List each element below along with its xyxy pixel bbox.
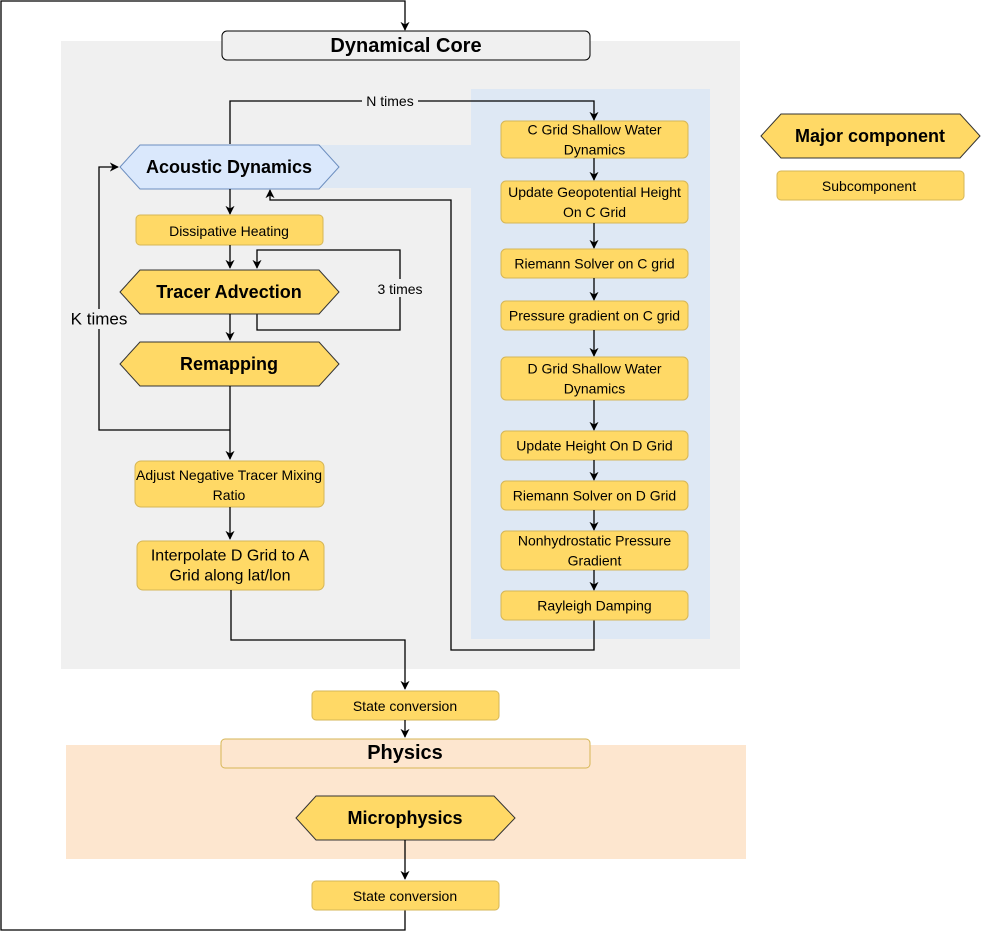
legend-major-label: Major component [795,126,945,146]
acoustic-step-label: Dynamics [564,381,625,397]
legend-sub-shape [776,170,965,201]
legend: Major component Subcomponent [760,113,981,201]
acoustic-step-label: Gradient [568,553,622,569]
acoustic-step-label: Riemann Solver on D Grid [513,488,676,504]
acoustic-return-edge [265,189,595,651]
interpolate-label-line2: Grid along lat/lon [170,568,291,585]
microphysics-node[interactable] [295,795,516,841]
microphysics-label: Microphysics [347,808,462,828]
acoustic-step-node[interactable] [500,590,689,621]
acoustic-step-label: Update Geopotential Height [508,184,681,200]
legend-sub-label: Subcomponent [822,178,916,194]
tracer-advection-node[interactable] [119,269,340,315]
k-times-label: K times [71,310,128,329]
three-times-label: 3 times [377,281,422,297]
k-times-edge [98,162,230,431]
adjust-negative-label-line2: Ratio [213,487,246,503]
acoustic-step-label: Riemann Solver on C grid [514,256,674,272]
acoustic-dynamics-label: Acoustic Dynamics [146,157,312,177]
dynamical-core-title: Dynamical Core [330,35,481,57]
physics-title-box [220,738,591,769]
remapping-node[interactable] [119,341,340,387]
state-conversion-1-label: State conversion [353,698,457,714]
state-conversion-2-node[interactable] [311,880,500,911]
dissipative-heating-label: Dissipative Heating [169,223,289,239]
state-conversion-2-label: State conversion [353,888,457,904]
acoustic-step-label: D Grid Shallow Water [527,361,661,377]
acoustic-step-label: Pressure gradient on C grid [509,308,680,324]
dynamical-core-title-box [221,30,591,61]
acoustic-step-label: Nonhydrostatic Pressure [518,533,672,549]
acoustic-step-label: On C Grid [563,204,626,220]
tracer-advection-label: Tracer Advection [156,282,301,302]
acoustic-step-label: Dynamics [564,142,625,158]
acoustic-step-label: Update Height On D Grid [516,438,672,454]
acoustic-step-label: Rayleigh Damping [537,598,651,614]
n-times-label: N times [366,93,413,109]
interpolate-label-line1: Interpolate D Grid to A [151,548,310,565]
adjust-negative-label-line1: Adjust Negative Tracer Mixing [136,467,322,483]
physics-title: Physics [367,742,443,764]
remapping-label: Remapping [180,354,278,374]
outer-loop-edge [0,0,410,931]
acoustic-step-label: C Grid Shallow Water [527,122,661,138]
acoustic-dynamics-node[interactable] [119,144,340,190]
legend-major-shape [760,113,981,159]
edge [230,590,410,690]
